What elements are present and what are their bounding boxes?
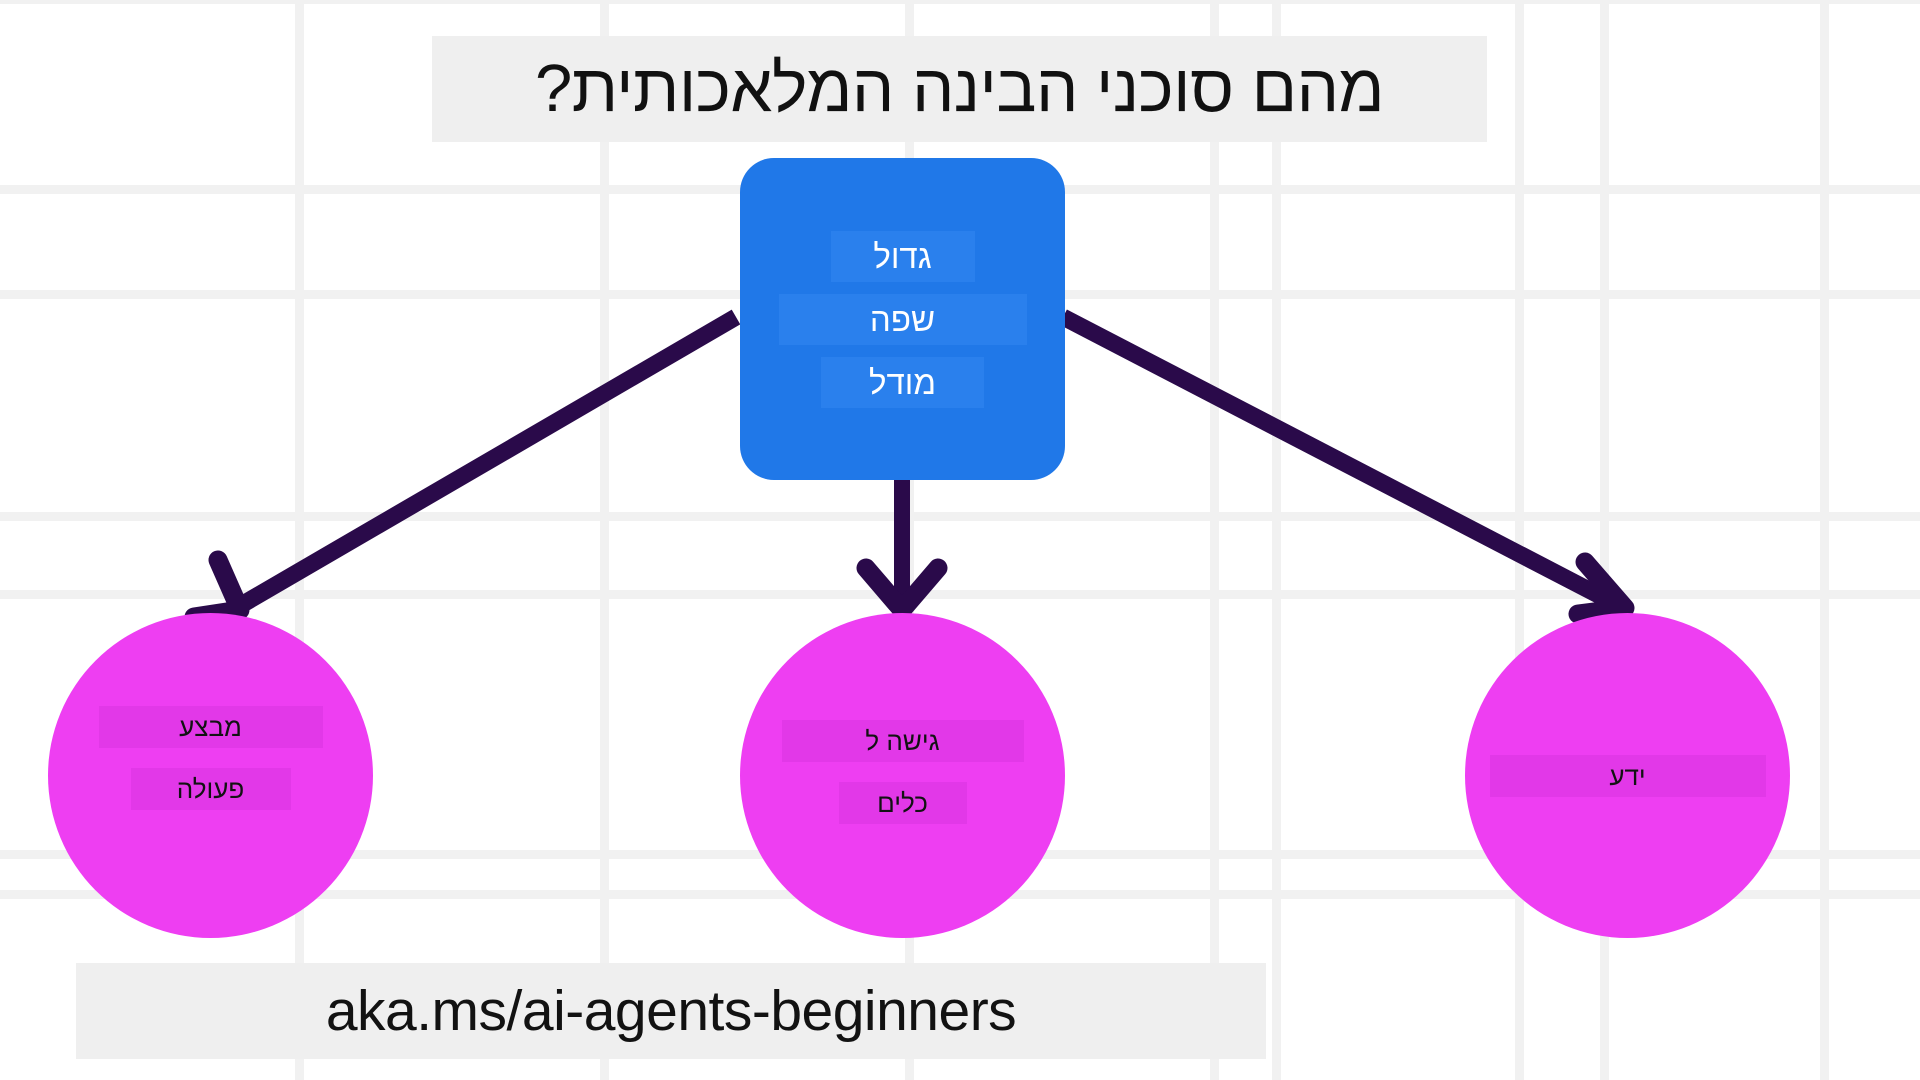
access-to-tools-label-line-2: כלים <box>838 781 967 824</box>
grid-vline <box>600 0 609 1080</box>
knowledge-label-line-1: ידע <box>1489 754 1766 797</box>
arrow-to-knowledge <box>1059 309 1635 624</box>
access-to-tools-label-line-1: גישה ל <box>781 719 1024 762</box>
node-access-to-tools[interactable]: גישה ל כלים <box>740 613 1065 938</box>
grid-hline <box>0 0 1920 4</box>
llm-label-line-2: שפה <box>778 293 1027 345</box>
footer-url-band: aka.ms/ai-agents-beginners <box>76 963 1266 1059</box>
arrow-to-access-tools <box>856 478 948 620</box>
grid-vline <box>1272 0 1281 1080</box>
node-takes-action-labels: מבצע פעולה <box>48 705 373 810</box>
footer-url-text[interactable]: aka.ms/ai-agents-beginners <box>325 979 1017 1043</box>
llm-label-line-3: מודל <box>821 356 984 408</box>
llm-label-line-1: גדול <box>830 230 975 282</box>
node-knowledge[interactable]: ידע <box>1465 613 1790 938</box>
arrow-to-takes-action <box>184 309 741 627</box>
grid-hline <box>0 512 1920 521</box>
page-title: מהם סוכני הבינה המלאכותית? <box>534 50 1385 126</box>
slide-title-band: מהם סוכני הבינה המלאכותית? <box>432 36 1487 142</box>
takes-action-label-line-2: פעולה <box>130 767 291 810</box>
node-takes-action[interactable]: מבצע פעולה <box>48 613 373 938</box>
takes-action-label-line-1: מבצע <box>98 705 323 748</box>
node-large-language-model[interactable]: גדול שפה מודל <box>740 158 1065 480</box>
node-access-to-tools-labels: גישה ל כלים <box>740 719 1065 824</box>
node-knowledge-labels: ידע <box>1465 754 1790 797</box>
grid-vline <box>295 0 304 1080</box>
